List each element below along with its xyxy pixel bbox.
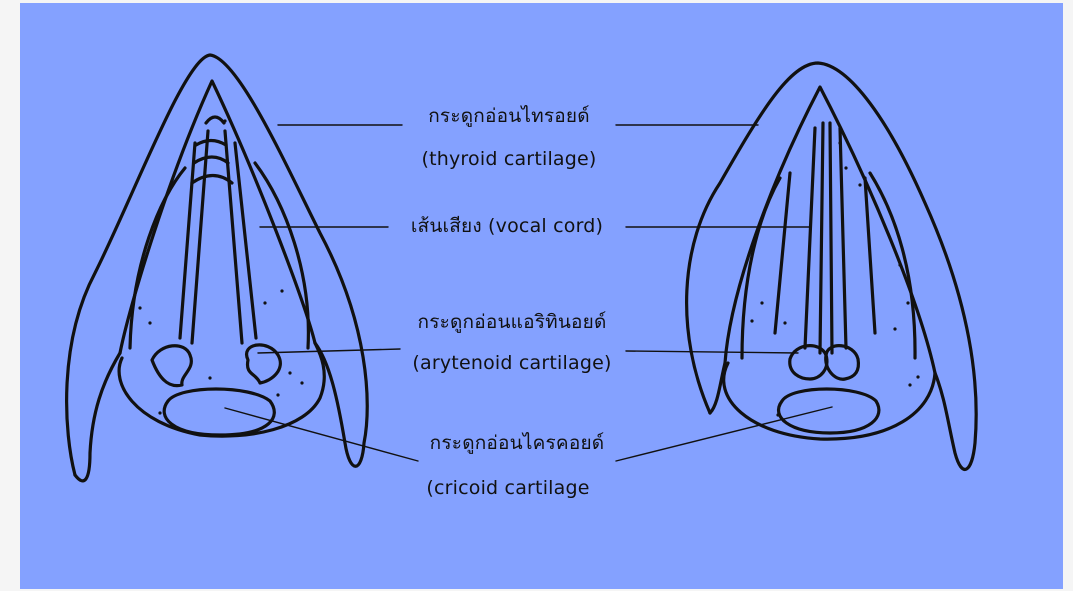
label-arytenoid-english: (arytenoid cartilage) [412,351,611,375]
right-vocal-cord-l3 [820,123,823,353]
larynx-illustration [20,3,1063,589]
right-larynx [687,63,977,469]
right-vocal-cord-r2 [840,128,846,348]
leader-arytenoid-right [626,351,798,353]
label-arytenoid-thai: กระดูกอ่อนแอริทินอยด์ [417,310,606,334]
right-glottis-outline [724,363,935,439]
label-cricoid-english: (cricoid cartilage [426,476,589,500]
leader-arytenoid-left [258,349,400,353]
right-thyroid-outer-leftleg [710,363,725,413]
left-cricoid [164,389,274,435]
right-vocal-cord-r1 [830,123,832,353]
left-vocal-cord-l3 [206,117,224,123]
label-thyroid-thai: กระดูกอ่อนไทรอยด์ [428,104,590,128]
right-cricoid [779,389,879,433]
left-thyroid-outer-leftleg [75,353,120,481]
leader-cricoid-right [616,407,832,461]
right-vocal-cord-l2 [805,128,815,348]
right-arytenoid-l [790,346,827,379]
label-vocal-cord: เส้นเสียง (vocal cord) [411,214,603,238]
left-larynx [67,55,368,481]
left-inner-curve-l [130,168,185,348]
label-thyroid-english: (thyroid cartilage) [421,147,596,171]
diagram-panel: กระดูกอ่อนไทรอยด์ (thyroid cartilage) เส… [20,3,1063,589]
right-inner-curve-r [870,173,915,358]
label-cricoid-thai: กระดูกอ่อนไครคอยด์ [430,431,605,455]
left-arytenoid-r [247,345,281,383]
right-vocal-cord-l1 [775,173,790,333]
left-arytenoid-l [152,346,191,386]
